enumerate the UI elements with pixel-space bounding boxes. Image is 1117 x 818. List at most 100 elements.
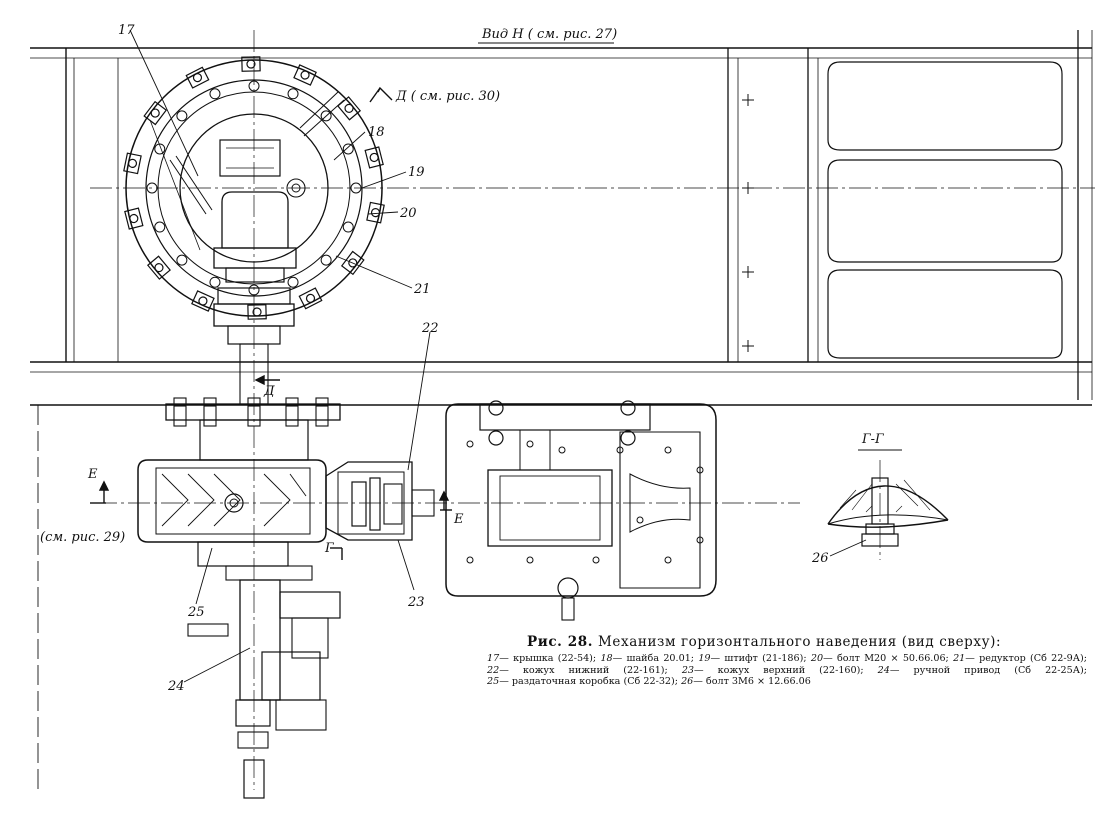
legend-item: 21— редуктор (Сб 22-9А); bbox=[953, 653, 1087, 664]
flange-lug-bolt bbox=[127, 158, 138, 168]
hull-frame bbox=[30, 30, 1093, 790]
gear-hole bbox=[526, 556, 534, 564]
flange-lug bbox=[185, 66, 210, 89]
flange-hole bbox=[287, 276, 299, 288]
legend-number: 26 bbox=[681, 676, 694, 688]
callout-17: 17 bbox=[118, 23, 135, 38]
flange-hole bbox=[209, 88, 221, 100]
flange-bolt bbox=[315, 397, 329, 427]
flange-lug-body bbox=[143, 100, 168, 126]
flange-lug-body bbox=[124, 207, 144, 230]
flange-hole bbox=[320, 254, 332, 266]
callout-22: 22 bbox=[421, 321, 439, 336]
flange-lug-body bbox=[340, 250, 365, 276]
callout-24: 24 bbox=[167, 679, 185, 694]
legend-number: 22 bbox=[487, 664, 500, 676]
flange-lug bbox=[124, 207, 144, 230]
flange-lug bbox=[337, 96, 362, 121]
flange-bolt bbox=[173, 397, 187, 427]
legend-number: 17 bbox=[487, 653, 500, 664]
flange-hole bbox=[154, 221, 166, 233]
callout-23: 23 bbox=[407, 595, 425, 610]
flange-lug-body bbox=[123, 152, 142, 175]
legend-number: 25 bbox=[487, 676, 500, 688]
flange-lug-bolt bbox=[348, 258, 358, 268]
flange-hole bbox=[350, 182, 362, 194]
legend-number: 21 bbox=[953, 653, 966, 664]
legend-number: 20 bbox=[810, 653, 824, 664]
view-title: Вид Н ( см. рис. 27) bbox=[481, 27, 617, 42]
flange-lug-bolt bbox=[344, 103, 354, 113]
flange-lug bbox=[298, 287, 323, 310]
section-d-label: Д ( см. рис. 30) bbox=[395, 89, 500, 104]
gear-hole bbox=[558, 446, 566, 454]
flange-hole bbox=[176, 110, 188, 122]
legend-text: — болт 3М6 × 12.66.06 bbox=[693, 676, 811, 688]
flange-lug-bolt bbox=[129, 213, 139, 224]
flange-bolt bbox=[203, 397, 217, 427]
caption-title-text: Механизм горизонтального наведения (вид … bbox=[597, 634, 1002, 650]
coupling-covers bbox=[325, 461, 435, 541]
section-g-small-label: Г bbox=[324, 541, 334, 556]
legend-number: 23 bbox=[681, 664, 695, 676]
gear-hole bbox=[664, 556, 672, 564]
legend-item: 20— болт М20 × 50.66.06; bbox=[811, 653, 949, 664]
legend-text: — раздаточная коробка (Сб 22-32); bbox=[499, 676, 678, 688]
legend-item: 17— крышка (22-54); bbox=[487, 653, 596, 664]
section-gg bbox=[827, 477, 949, 547]
flange-lug-bolt bbox=[300, 70, 310, 80]
flange-lug-body bbox=[337, 96, 362, 121]
gear-hole bbox=[466, 556, 474, 564]
gear-hole bbox=[466, 440, 474, 448]
section-arrows bbox=[90, 86, 452, 560]
callout-18: 18 bbox=[368, 125, 385, 140]
callout-21: 21 bbox=[413, 282, 431, 297]
section-d-small-label: Д bbox=[263, 384, 275, 399]
flange-lug bbox=[146, 255, 171, 280]
flange-lug-body bbox=[366, 201, 385, 224]
reducer-flange bbox=[123, 56, 385, 405]
flange-hole bbox=[287, 88, 299, 100]
legend-item: 18— шайба 20.01; bbox=[600, 653, 694, 664]
legend-text: — штифт (21-186); bbox=[710, 653, 807, 664]
flange-lug bbox=[293, 64, 317, 86]
flange-lug-bolt bbox=[305, 293, 316, 303]
flange-lug-body bbox=[241, 56, 261, 72]
flange-lug-body bbox=[146, 255, 171, 280]
legend-text: — шайба 20.01; bbox=[612, 653, 695, 664]
flange-lug bbox=[143, 100, 168, 126]
caption-legend: 17— крышка (22-54); 18— шайба 20.01; 19—… bbox=[487, 653, 1087, 688]
legend-text: — кожух нижний (22-161); bbox=[499, 664, 668, 676]
caption-title: Рис. 28. Механизм горизонтального наведе… bbox=[527, 634, 1087, 650]
gear-hole bbox=[526, 440, 534, 448]
flange-lug-bolt bbox=[192, 73, 203, 83]
hand-drive bbox=[187, 579, 341, 799]
flange-lug-bolt bbox=[150, 108, 160, 118]
flange-lug-bolt bbox=[154, 263, 164, 273]
caption-number: Рис. 28. bbox=[527, 634, 594, 650]
gear-hole bbox=[636, 516, 644, 524]
flange-lug-bolt bbox=[246, 59, 256, 69]
flange-bolt bbox=[247, 397, 261, 427]
flange-hole bbox=[176, 254, 188, 266]
gear-hole bbox=[664, 446, 672, 454]
transfer-case bbox=[137, 397, 341, 581]
leader-lines bbox=[129, 29, 867, 683]
flange-lug bbox=[366, 201, 385, 224]
flange-lug bbox=[364, 146, 384, 169]
legend-text: — кожух верхний (22-160); bbox=[694, 664, 864, 676]
gear-bolt bbox=[488, 400, 504, 416]
section-gg-title: Г-Г bbox=[861, 432, 884, 447]
section-e-left-label: Е bbox=[87, 467, 98, 482]
flange-lug-body bbox=[191, 290, 215, 312]
flange-lug bbox=[241, 56, 261, 72]
legend-number: 19 bbox=[698, 653, 711, 664]
flange-lug bbox=[123, 152, 142, 175]
gear-bolt bbox=[620, 400, 636, 416]
flange-lug-bolt bbox=[198, 296, 208, 306]
gear-hole bbox=[696, 536, 704, 544]
flange-lug bbox=[340, 250, 365, 276]
legend-number: 24 bbox=[877, 664, 890, 676]
callout-25: 25 bbox=[187, 605, 205, 620]
